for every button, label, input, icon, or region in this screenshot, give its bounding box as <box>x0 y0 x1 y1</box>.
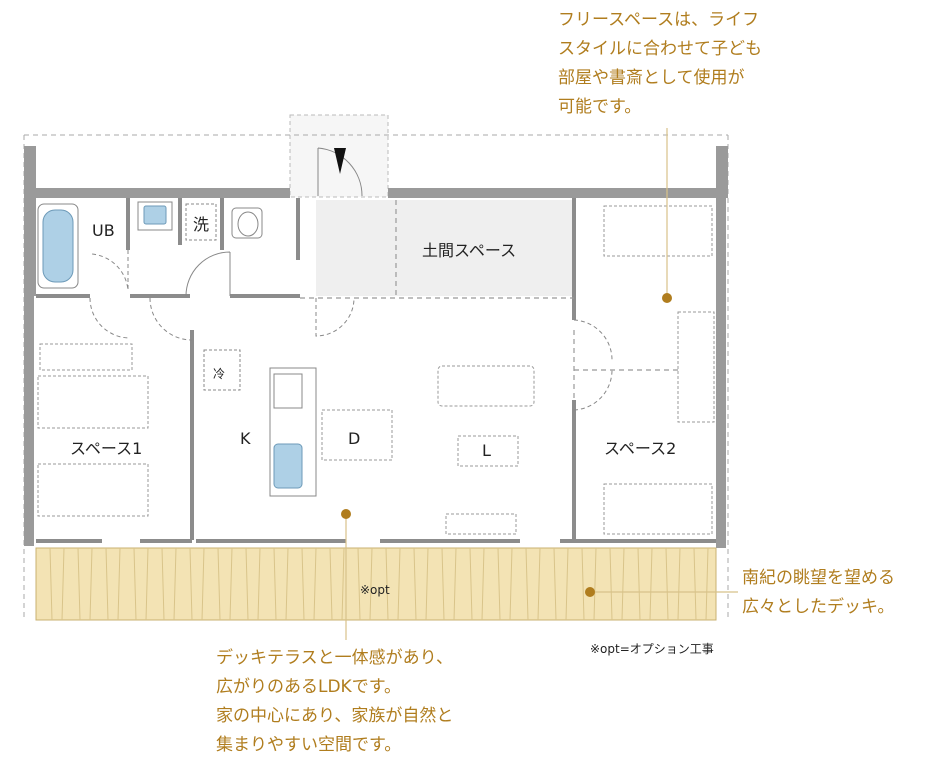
living-table <box>457 435 519 467</box>
room-label-kitchen: K <box>240 429 251 448</box>
callout-ldk-line: 広がりのあるLDKです。 <box>216 677 402 697</box>
dining-table <box>321 409 393 461</box>
bathtub-basin <box>42 209 74 283</box>
bed-space1-bottom <box>37 463 149 517</box>
callout-ldk: デッキテラスと一体感があり、 広がりのあるLDKです。 家の中心にあり、家族が自… <box>216 644 453 760</box>
deck <box>35 547 717 621</box>
sofa <box>437 365 535 407</box>
callout-dot-free-space <box>662 293 672 303</box>
callout-ldk-line: 集まりやすい空間です。 <box>216 735 402 755</box>
callout-ldk-line: 家の中心にあり、家族が自然と <box>216 706 454 726</box>
door-swings <box>89 147 613 411</box>
outer-walls <box>24 146 728 548</box>
bed-space2-bottom <box>603 483 713 535</box>
callout-ldk-line: デッキテラスと一体感があり、 <box>216 648 453 668</box>
callout-free-space-line: スタイルに合わせて子ども <box>558 39 762 59</box>
shelf-space1 <box>39 343 133 371</box>
callout-free-space: フリースペースは、ライフ スタイルに合わせて子ども 部屋や書斎として使用が 可能… <box>558 6 762 122</box>
callout-free-space-line: 部屋や書斎として使用が <box>558 68 745 88</box>
desk-space2 <box>677 311 715 423</box>
callout-dot-deck <box>585 587 595 597</box>
room-label-dining: D <box>348 429 360 448</box>
toilet <box>231 207 263 239</box>
bed-space1-top <box>37 375 149 429</box>
callout-free-space-line: 可能です。 <box>558 97 642 117</box>
washer-box <box>185 203 217 241</box>
room-label-fridge: 冷 <box>213 367 225 381</box>
deck-label: ※opt <box>360 583 390 597</box>
legend-opt: ※opt=オプション工事 <box>590 642 714 656</box>
room-label-laundry: 洗 <box>193 215 209 234</box>
washbasin-bowl <box>143 205 167 225</box>
callout-lines <box>345 128 738 640</box>
callout-dot-ldk <box>341 509 351 519</box>
fridge-box <box>203 349 241 391</box>
kitchen-sink <box>273 443 303 489</box>
room-label-living: L <box>482 441 491 460</box>
callout-dots <box>341 293 672 597</box>
callout-deck-line: 広々としたデッキ。 <box>742 597 895 617</box>
room-label-space1: スペース1 <box>70 439 142 458</box>
callout-deck: 南紀の眺望を望める 広々としたデッキ。 <box>742 564 895 622</box>
bed-space2-top <box>603 205 713 257</box>
room-label-doma: 土間スペース <box>422 241 516 260</box>
inner-walls <box>36 198 716 543</box>
room-label-ub: UB <box>92 221 115 240</box>
deck-boards <box>49 547 709 621</box>
room-label-space2: スペース2 <box>604 439 676 458</box>
callout-free-space-line: フリースペースは、ライフ <box>558 10 760 30</box>
entrance-arrow-icon <box>334 148 346 174</box>
callout-deck-line: 南紀の眺望を望める <box>742 568 895 588</box>
doma-floor <box>316 200 572 296</box>
eave-lines <box>23 134 729 620</box>
stove <box>273 373 303 409</box>
tv-board <box>445 513 517 535</box>
